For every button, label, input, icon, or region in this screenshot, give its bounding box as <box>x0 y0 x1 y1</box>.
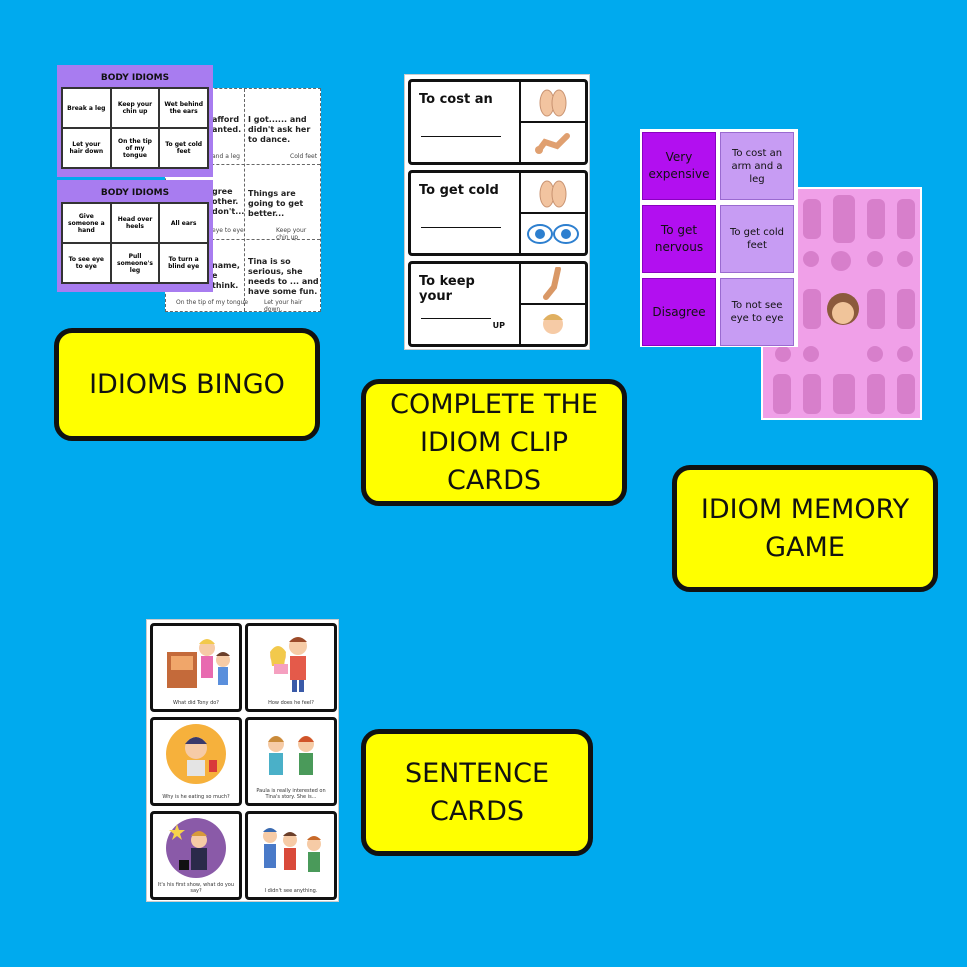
clip-cards-sheet: To cost an To get cold To ke <box>404 74 590 350</box>
sentence-cards-sheet: What did Tony do? How does he feel? Why … <box>146 619 339 902</box>
bingo-call-answer: Cold feet <box>290 153 318 160</box>
idioms-bingo-label: IDIOMS BINGO <box>54 328 320 441</box>
bingo-call-text: Things are going to get better... <box>248 189 304 218</box>
bingo-cell: To get cold feet <box>159 128 208 168</box>
sentence-card-caption: What did Tony do? <box>173 700 219 706</box>
memory-cards: Very expensive To cost an arm and a leg … <box>640 129 798 347</box>
eating-scene-icon <box>166 724 226 784</box>
bingo-cell: Let your hair down <box>62 128 111 168</box>
label-line: IDIOM MEMORY <box>700 493 910 525</box>
clip-cards-label: COMPLETE THE IDIOM CLIP CARDS <box>361 379 627 506</box>
sentence-card: Paula is really interested on Tina's sto… <box>245 717 337 806</box>
sentence-card: How does he feel? <box>245 623 337 712</box>
bingo-cell: Wet behind the ears <box>159 88 208 128</box>
sentence-card-caption: Why is he eating so much? <box>162 794 230 800</box>
bingo-call-answer: Keep your chin up <box>276 227 307 241</box>
bingo-call-text: afford anted. <box>212 115 242 134</box>
bingo-call-answer: Let your hair down. <box>264 299 303 313</box>
clip-card-suffix: UP <box>492 321 505 330</box>
clip-card: To get cold <box>408 170 588 256</box>
label-line: IDIOMS BINGO <box>89 368 285 400</box>
kitchen-scene-icon <box>167 639 230 688</box>
label-line: GAME <box>765 531 845 563</box>
sentence-card: What did Tony do? <box>150 623 242 712</box>
bingo-call-answer: eye to eye <box>212 227 244 234</box>
label-line: CARDS <box>446 464 541 496</box>
bingo-cell: Give someone a hand <box>62 203 111 243</box>
memory-game-label: IDIOM MEMORY GAME <box>672 465 938 592</box>
clip-card-prompt: To get cold <box>419 183 499 198</box>
clip-card-prompt: To keep your <box>419 274 475 304</box>
bingo-card: BODY IDIOMS Give someone a hand Head ove… <box>57 180 213 292</box>
bingo-card: BODY IDIOMS Break a leg Keep your chin u… <box>57 65 213 177</box>
memory-card-idiom[interactable]: To get cold feet <box>720 205 794 273</box>
sentence-card-caption: It's his first show, what do you say? <box>157 882 235 894</box>
feet-icon <box>521 173 585 214</box>
memory-card-meaning[interactable]: To get nervous <box>642 205 716 273</box>
couple-scene-icon <box>270 637 307 692</box>
body-pattern-icon <box>773 195 915 414</box>
bingo-cell: Keep your chin up <box>110 88 160 128</box>
bingo-cell: On the tip of my tongue <box>110 128 160 168</box>
clip-card: To keep your UP <box>408 261 588 347</box>
sentence-card: Why is he eating so much? <box>150 717 242 806</box>
arm-icon <box>521 123 585 162</box>
eyes-icon <box>521 214 585 253</box>
bingo-grid: Give someone a hand Head over heels All … <box>61 202 209 284</box>
label-line: SENTENCE <box>404 757 550 789</box>
clip-card-prompt: To cost an <box>419 92 493 107</box>
sentence-card: It's his first show, what do you say? <box>150 811 242 900</box>
magician-scene-icon <box>166 818 226 878</box>
bingo-call-text: I got...... and didn't ask her to dance. <box>248 115 311 144</box>
bingo-card-title: BODY IDIOMS <box>100 188 170 198</box>
feet-icon <box>521 82 585 123</box>
bingo-call-text: Tina is so serious, she needs to ... and… <box>248 257 319 296</box>
bingo-call-text: name, e think. <box>212 261 240 290</box>
bingo-cell: All ears <box>159 203 208 243</box>
chatting-scene-icon <box>268 736 314 775</box>
bingo-card-title: BODY IDIOMS <box>100 73 170 83</box>
bingo-grid: Break a leg Keep your chin up Wet behind… <box>61 87 209 169</box>
sentence-card-caption: Paula is really interested on Tina's sto… <box>256 788 326 800</box>
memory-card-idiom[interactable]: To not see eye to eye <box>720 278 794 346</box>
fight-scene-icon <box>263 828 321 872</box>
bingo-cell: Break a leg <box>62 88 111 128</box>
label-line: IDIOM CLIP <box>420 426 568 458</box>
memory-card-idiom[interactable]: To cost an arm and a leg <box>720 132 794 200</box>
label-line: CARDS <box>429 795 524 827</box>
sentence-card-caption: How does he feel? <box>268 700 314 706</box>
sentence-card-caption: I didn't see anything. <box>264 888 318 894</box>
bingo-cell: Head over heels <box>110 203 160 243</box>
sentence-cards-label: SENTENCE CARDS <box>361 729 593 856</box>
leg-icon <box>521 264 585 305</box>
label-line: COMPLETE THE <box>390 388 598 420</box>
bingo-call-answer: On the tip of my tongue <box>176 299 249 306</box>
bingo-call-answer: and a leg <box>212 153 240 160</box>
bingo-cell: To see eye to eye <box>62 243 111 283</box>
clip-card-text: To cost an <box>411 82 521 162</box>
bingo-cell: Pull someone's leg <box>110 243 160 283</box>
memory-card-meaning[interactable]: Disagree <box>642 278 716 346</box>
bingo-call-text: gree other. don't... <box>212 187 245 216</box>
clip-card: To cost an <box>408 79 588 165</box>
memory-card-meaning[interactable]: Very expensive <box>642 132 716 200</box>
chin-icon <box>521 305 585 344</box>
bingo-cell: To turn a blind eye <box>159 243 208 283</box>
sentence-card: I didn't see anything. <box>245 811 337 900</box>
clip-card-text: To get cold <box>411 173 521 253</box>
clip-card-text: To keep your UP <box>411 264 521 344</box>
